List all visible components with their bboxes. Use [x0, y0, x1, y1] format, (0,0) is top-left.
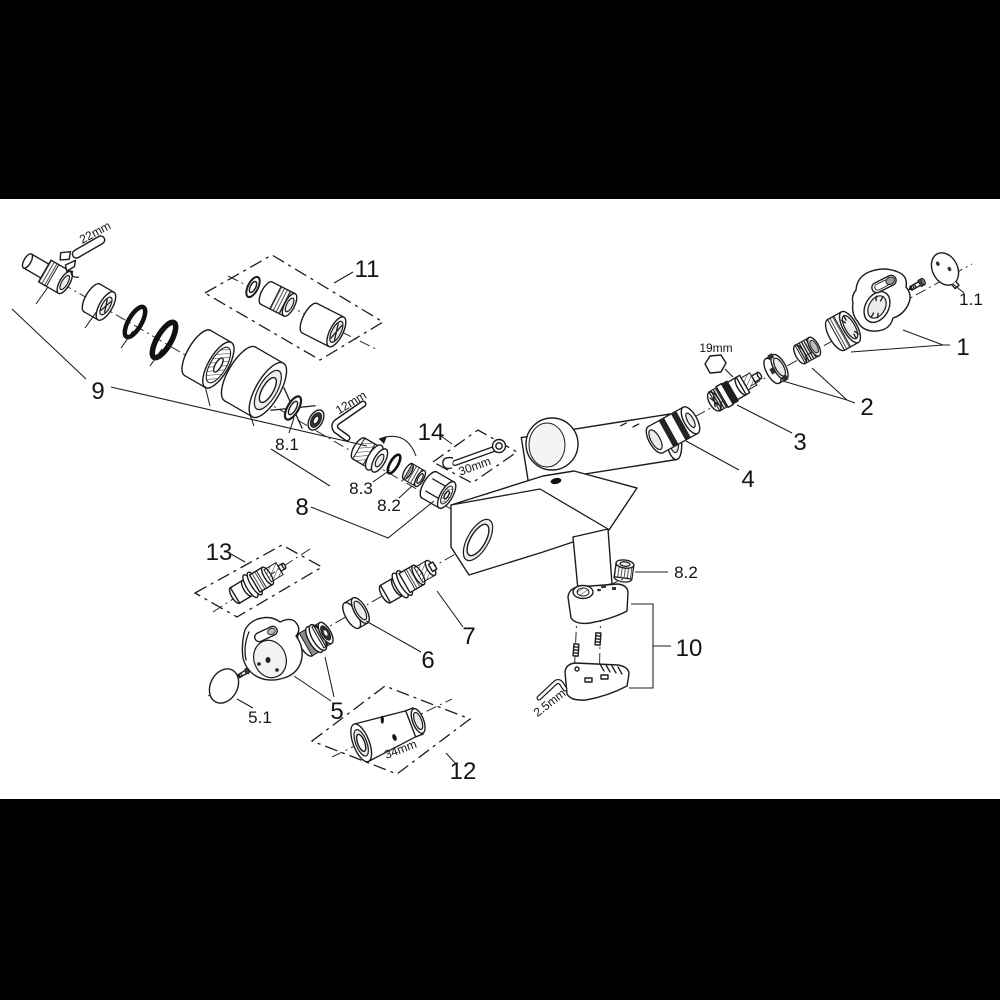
part-8-2-sleeve-left	[401, 462, 427, 488]
part-8-1-star-seal	[270, 387, 316, 429]
part-5-1-screw	[236, 668, 250, 679]
callout-4: 4	[741, 466, 754, 493]
callout-10: 10	[676, 635, 703, 662]
callout-9: 9	[91, 378, 104, 405]
size-label-19mm: 19mm	[699, 341, 732, 355]
part-11-seal	[245, 275, 261, 299]
part-1-1-screw	[908, 277, 926, 291]
hex-key-12mm-icon	[331, 400, 367, 442]
part-9-o-ring-small	[122, 304, 148, 340]
callout-8-2-left: 8.2	[377, 496, 401, 515]
wrench-22mm-icon	[59, 235, 106, 278]
part-5-escutcheon	[241, 616, 303, 681]
part-10-bracket-bottom	[564, 662, 630, 701]
box-14	[431, 429, 519, 484]
part-1-handle	[851, 268, 911, 332]
tool-boxes	[193, 254, 519, 775]
callout-8-2-right: 8.2	[674, 563, 698, 582]
hex-19mm-icon	[704, 354, 727, 374]
box-11	[203, 254, 385, 361]
box-12	[310, 685, 472, 775]
part-2-stop-ring	[763, 353, 789, 385]
callout-6: 6	[421, 647, 434, 674]
part-8-2-sleeve-right	[613, 559, 635, 583]
callout-11: 11	[355, 256, 380, 283]
part-9-o-ring-large	[149, 319, 179, 361]
part-8-connector	[350, 437, 389, 473]
part-10-set-screw-b	[594, 632, 602, 646]
part-1-metal-ring	[824, 310, 862, 352]
part-9-union-fitting	[21, 253, 74, 295]
part-9-round-escutcheon	[220, 345, 288, 419]
callout-14: 14	[418, 419, 445, 446]
part-8-1-grommet	[307, 409, 325, 431]
socket-34mm-icon	[350, 707, 426, 763]
callout-8: 8	[295, 494, 308, 521]
part-13-aquadimmer	[228, 561, 287, 605]
part-8-nut	[419, 470, 457, 510]
part-10-bracket-top	[567, 583, 629, 625]
part-11-socket-cup	[299, 302, 347, 348]
callout-5-1: 5.1	[248, 708, 272, 727]
part-10-set-screw-a	[572, 643, 580, 657]
callout-3: 3	[793, 429, 806, 456]
callout-5: 5	[330, 698, 343, 725]
rotation-arrow-head	[379, 436, 387, 444]
part-9-threaded-ring-nut	[181, 329, 235, 389]
part-9-escutcheon-ring	[81, 283, 117, 321]
callout-13: 13	[206, 539, 233, 566]
callout-1-1: 1.1	[959, 290, 983, 309]
callout-2: 2	[860, 394, 873, 421]
part-5-1-cap	[208, 668, 250, 704]
part-11-insert	[258, 281, 298, 317]
part-3-thermostatic-cartridge	[706, 371, 763, 412]
part-2-knurled-ring	[792, 336, 822, 365]
wrench-30mm-icon	[442, 438, 507, 470]
hex-key-2-5mm-icon	[536, 679, 568, 701]
part-8-3-o-ring	[386, 453, 402, 475]
leader-lines	[11, 271, 965, 765]
callout-7: 7	[462, 623, 475, 650]
part-7-diverter-valve	[378, 559, 438, 604]
part-1-1-cover-cap	[930, 252, 960, 290]
callout-12: 12	[450, 758, 477, 785]
callout-8-1: 8.1	[275, 435, 299, 454]
mixer-body	[450, 413, 683, 592]
part-4-sleeve	[645, 406, 701, 454]
callout-8-3: 8.3	[349, 479, 373, 498]
callout-1: 1	[956, 334, 969, 361]
part-6-collar-ring	[342, 596, 370, 630]
